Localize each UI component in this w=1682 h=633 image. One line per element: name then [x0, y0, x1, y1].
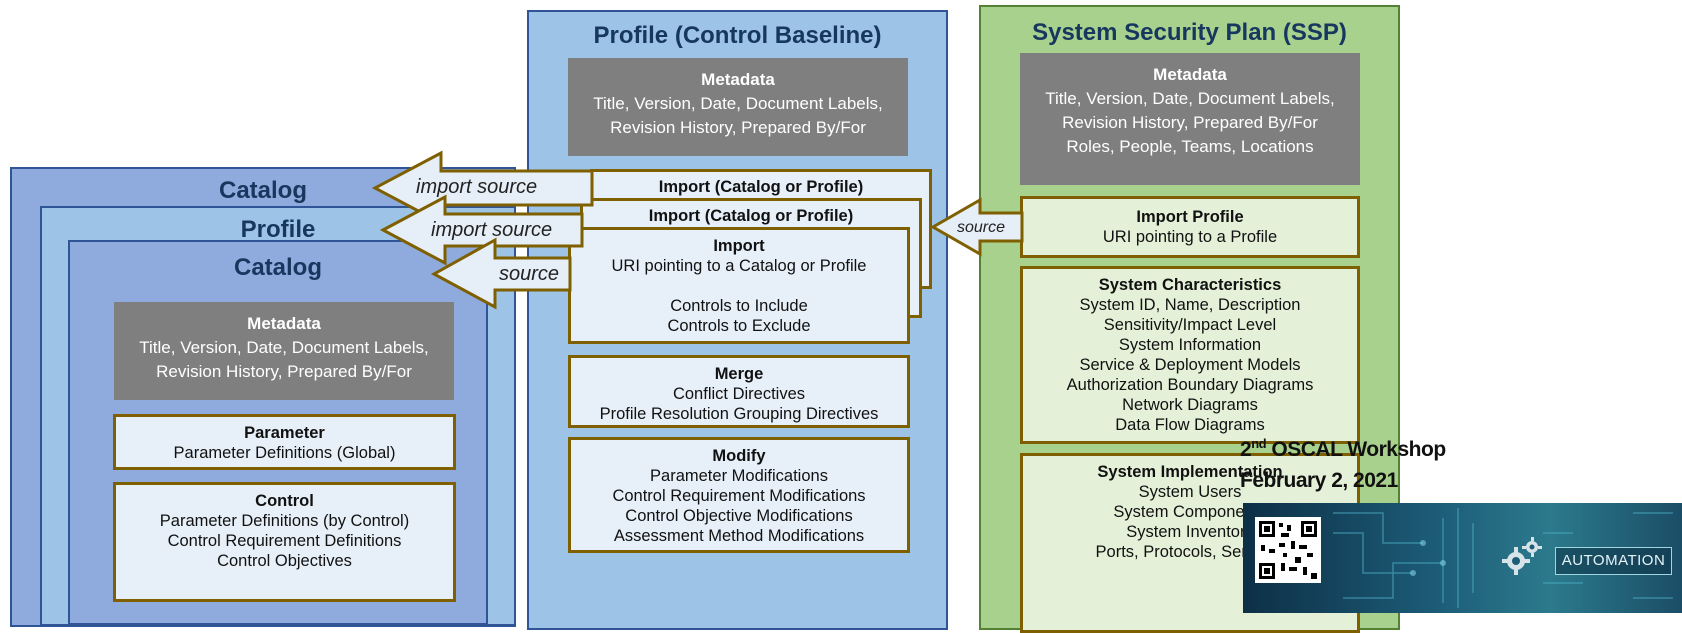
workshop-title-suffix: nd: [1251, 436, 1267, 451]
merge-line-2: Profile Resolution Grouping Directives: [599, 405, 879, 423]
qr-code-icon: [1255, 517, 1321, 583]
import-profile-line-1: URI pointing to a Profile: [1102, 228, 1278, 246]
system-characteristics-line-2: Sensitivity/Impact Level: [1103, 316, 1277, 334]
profile-metadata-line-2: Revision History, Prepared By/For: [610, 118, 866, 137]
workshop-title: 2nd OSCAL Workshop: [1240, 436, 1446, 462]
profile-column-title: Profile (Control Baseline): [593, 22, 882, 49]
merge-box: Merge Conflict Directives Profile Resolu…: [568, 355, 910, 428]
arrows-layer: [371, 150, 1024, 310]
profile-metadata-box: Metadata Title, Version, Date, Document …: [568, 58, 908, 156]
import-source-label-1: import source: [416, 176, 538, 198]
catalog-outer-title: Catalog: [218, 177, 307, 204]
import-card-front: Import URI pointing to a Catalog or Prof…: [568, 227, 910, 344]
system-implementation-line-2: System Components: [1113, 503, 1267, 521]
system-characteristics-line-7: Data Flow Diagrams: [1115, 416, 1265, 434]
import-profile-box: Import Profile URI pointing to a Profile: [1020, 196, 1360, 258]
system-characteristics-line-6: Network Diagrams: [1122, 396, 1258, 414]
system-implementation-line-4: Ports, Protocols, Services: [1095, 543, 1285, 561]
modify-heading: Modify: [712, 447, 766, 465]
import-line-4: Controls to Exclude: [667, 317, 811, 335]
workshop-date: February 2, 2021: [1240, 469, 1398, 492]
import-line-3: Controls to Include: [670, 297, 808, 315]
workshop-title-text: OSCAL Workshop: [1266, 438, 1446, 461]
source-arrow-right: [929, 197, 1024, 257]
system-characteristics-box: System Characteristics System ID, Name, …: [1020, 266, 1360, 444]
control-line-2: Control Requirement Definitions: [167, 532, 402, 550]
ssp-metadata-line-1: Title, Version, Date, Document Labels,: [1045, 89, 1335, 108]
control-line-1: Parameter Definitions (by Control): [159, 512, 410, 530]
control-line-3: Control Objectives: [217, 552, 352, 570]
control-heading: Control: [255, 492, 314, 510]
ssp-metadata-box: Metadata Title, Version, Date, Document …: [1020, 53, 1360, 185]
profile-metadata-heading: Metadata: [701, 70, 775, 89]
modify-line-3: Control Objective Modifications: [625, 507, 853, 525]
system-characteristics-line-1: System ID, Name, Description: [1079, 296, 1301, 314]
source-label-left: source: [499, 263, 560, 285]
profile-middle-title: Profile: [240, 216, 316, 243]
profile-metadata-line-1: Title, Version, Date, Document Labels,: [593, 94, 883, 113]
system-characteristics-heading: System Characteristics: [1098, 276, 1282, 294]
parameter-line-1: Parameter Definitions (Global): [173, 444, 396, 462]
system-implementation-heading: System Implementation: [1097, 463, 1283, 481]
ssp-metadata-line-2: Revision History, Prepared By/For: [1062, 113, 1318, 132]
import-card-back-2-heading: Import (Catalog or Profile): [658, 178, 864, 196]
system-characteristics-line-4: Service & Deployment Models: [1079, 356, 1301, 374]
merge-line-1: Conflict Directives: [672, 385, 806, 403]
control-box: Control Parameter Definitions (by Contro…: [113, 482, 456, 602]
workshop-title-number: 2: [1240, 438, 1252, 461]
import-source-label-2: import source: [431, 219, 553, 241]
catalog-inner-title: Catalog: [233, 254, 322, 281]
catalog-metadata-heading: Metadata: [247, 314, 321, 333]
import-source-arrow-2: [379, 194, 584, 266]
import-heading: Import: [713, 237, 765, 255]
modify-box: Modify Parameter Modifications Control R…: [568, 437, 910, 553]
parameter-box: Parameter Parameter Definitions (Global): [113, 414, 456, 470]
modify-line-2: Control Requirement Modifications: [612, 487, 866, 505]
ssp-column-title: System Security Plan (SSP): [1032, 19, 1347, 46]
source-arrow-left: [430, 237, 572, 310]
catalog-metadata-box: Metadata Title, Version, Date, Document …: [114, 302, 454, 400]
modify-line-1: Parameter Modifications: [650, 467, 828, 485]
parameter-heading: Parameter: [244, 424, 325, 442]
automation-banner: AUTOMATION: [1243, 503, 1682, 613]
circuit-pattern: [1333, 508, 1673, 608]
import-card-back-1-heading: Import (Catalog or Profile): [648, 207, 854, 225]
system-implementation-line-3: System Inventory: [1126, 523, 1254, 541]
source-label-right: source: [957, 219, 1006, 236]
system-characteristics-line-5: Authorization Boundary Diagrams: [1066, 376, 1314, 394]
modify-line-4: Assessment Method Modifications: [613, 527, 865, 545]
import-profile-heading: Import Profile: [1136, 208, 1244, 226]
system-implementation-line-1: System Users: [1138, 483, 1242, 501]
catalog-metadata-line-2: Revision History, Prepared By/For: [156, 362, 412, 381]
import-line-1: URI pointing to a Catalog or Profile: [611, 257, 867, 275]
system-characteristics-line-3: System Information: [1118, 336, 1262, 354]
ssp-metadata-heading: Metadata: [1153, 65, 1227, 84]
gear-icon: [1498, 533, 1546, 581]
catalog-metadata-line-1: Title, Version, Date, Document Labels,: [139, 338, 429, 357]
ssp-metadata-line-3: Roles, People, Teams, Locations: [1066, 137, 1314, 156]
automation-label: AUTOMATION: [1555, 547, 1672, 575]
merge-heading: Merge: [714, 365, 764, 383]
